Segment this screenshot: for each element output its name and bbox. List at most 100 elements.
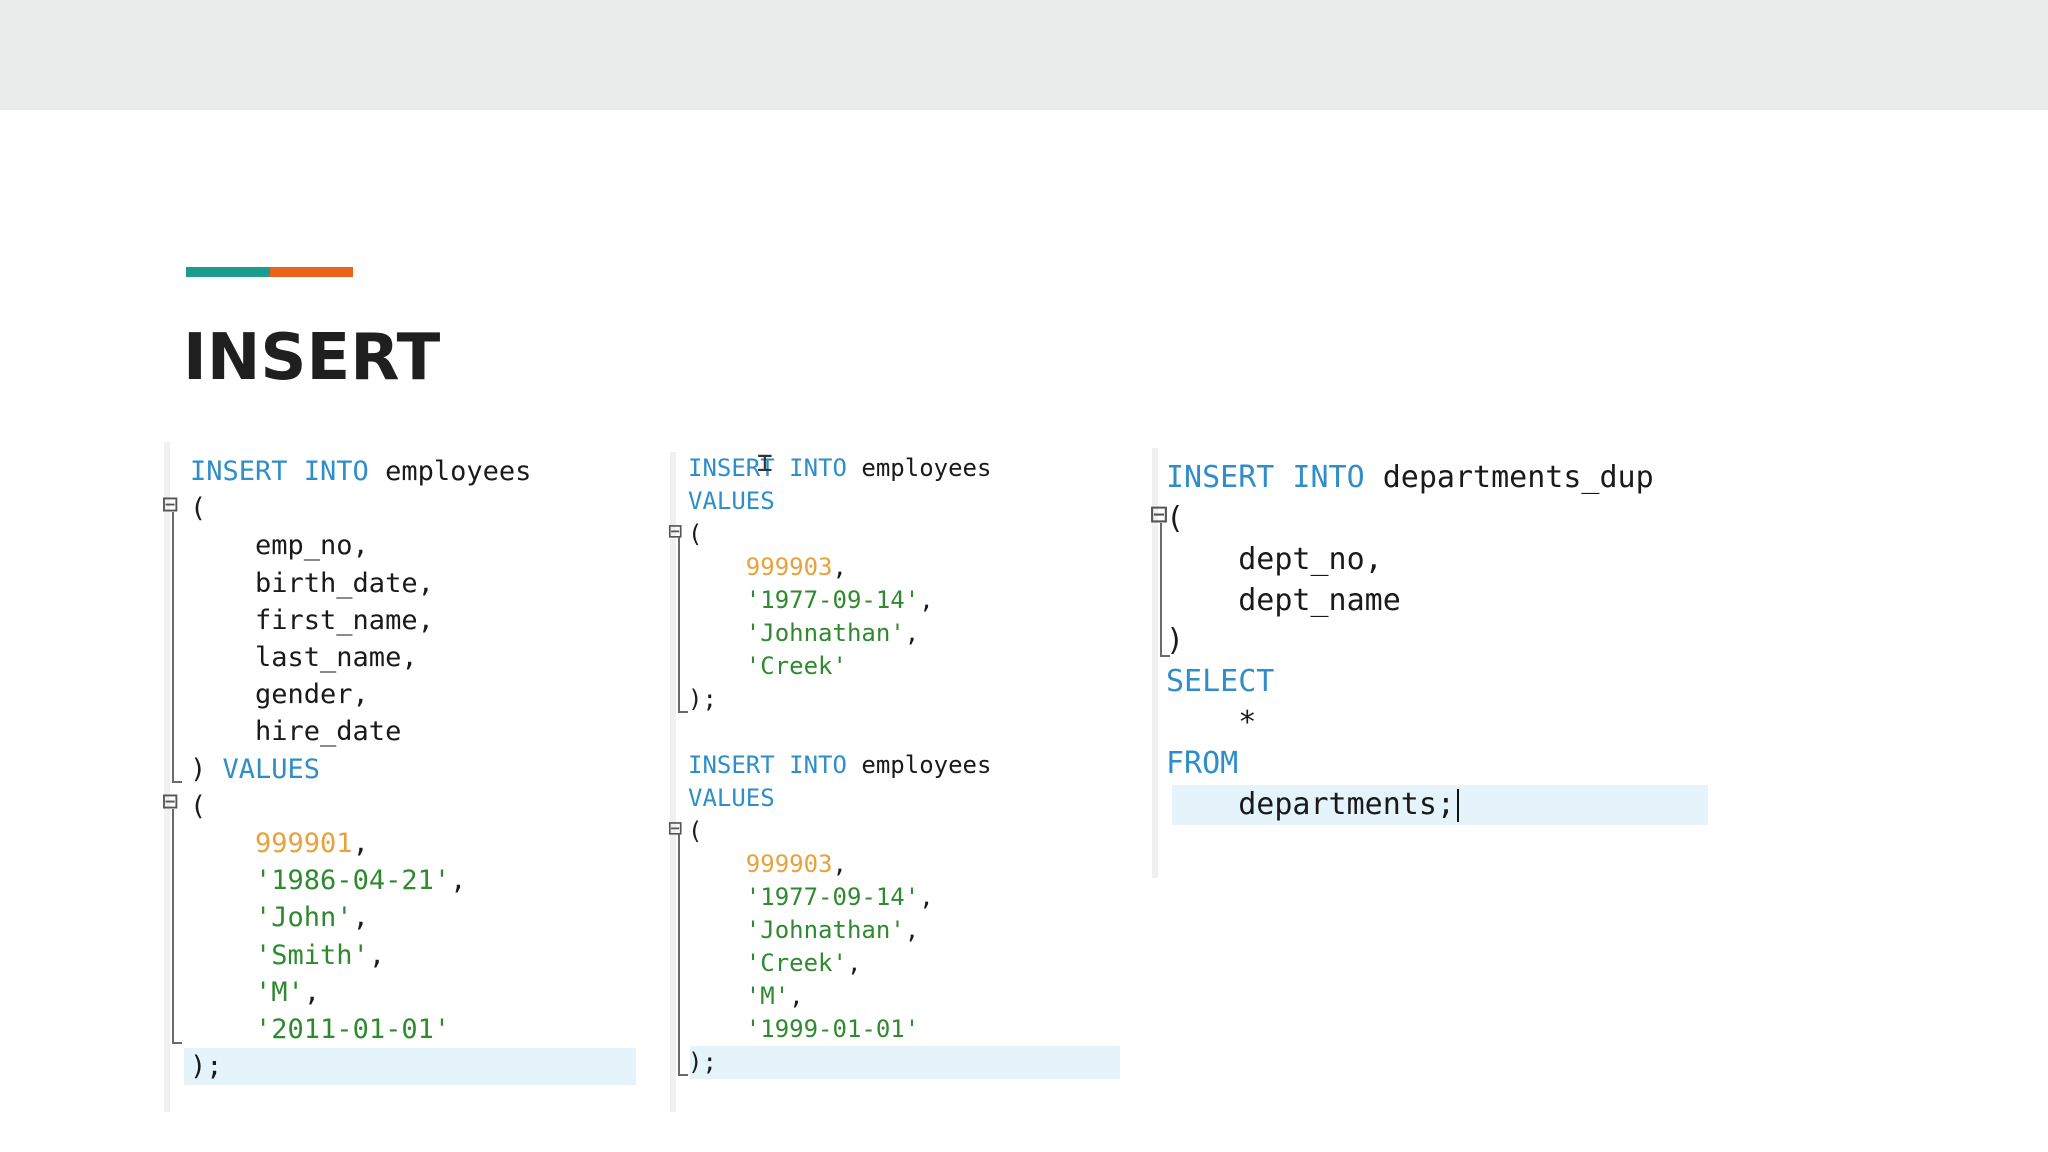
code-line[interactable]: dept_no, xyxy=(1166,540,1383,581)
code-line[interactable]: ( xyxy=(688,815,702,848)
code-line[interactable]: departments; xyxy=(1166,785,1459,826)
code-line[interactable]: ( xyxy=(1166,499,1184,540)
code-line[interactable]: FROM xyxy=(1166,744,1238,785)
fold-guide-line xyxy=(172,511,174,782)
code-token xyxy=(688,553,746,581)
code-line[interactable]: SELECT xyxy=(1166,662,1274,703)
code-token: ( xyxy=(688,520,703,549)
code-token: FROM xyxy=(1166,745,1239,781)
code-line[interactable]: 'Creek' xyxy=(688,650,847,683)
code-token: , xyxy=(832,553,847,582)
code-line[interactable]: 'Johnathan', xyxy=(688,914,919,947)
code-line[interactable]: 999903, xyxy=(688,551,847,584)
code-line[interactable]: 'M', xyxy=(190,974,320,1011)
code-line[interactable]: last_name, xyxy=(190,639,418,676)
code-token: , xyxy=(789,982,804,1011)
code-line[interactable]: emp_no, xyxy=(190,527,369,564)
code-token: VALUES xyxy=(688,784,775,813)
code-line[interactable]: 'M', xyxy=(688,980,804,1013)
code-token: , xyxy=(352,827,369,859)
slide-top-band xyxy=(0,0,2048,110)
code-token: hire_date xyxy=(190,716,402,748)
code-line[interactable]: ) xyxy=(1166,621,1184,662)
code-token: , xyxy=(832,850,847,879)
code-token: employees xyxy=(861,751,992,780)
fold-guide-line xyxy=(172,809,174,1042)
fold-collapse-icon[interactable]: ⊟ xyxy=(1150,497,1169,533)
code-line[interactable]: 'Smith', xyxy=(190,937,385,974)
code-token xyxy=(190,977,255,1008)
code-line[interactable]: ( xyxy=(688,518,702,551)
code-line[interactable]: 999903, xyxy=(688,848,847,881)
fold-collapse-icon[interactable]: ⊟ xyxy=(162,488,179,520)
code-token xyxy=(190,828,255,859)
code-token: 'M' xyxy=(745,982,790,1011)
code-token: 'Johnathan' xyxy=(745,619,905,648)
code-token: , xyxy=(846,949,862,978)
code-token: VALUES xyxy=(222,753,321,785)
code-token: '1977-09-14' xyxy=(745,883,920,912)
code-token: , xyxy=(904,916,920,945)
code-line[interactable]: ); xyxy=(190,1048,223,1085)
code-line[interactable]: '1977-09-14', xyxy=(688,881,934,914)
code-line[interactable]: gender, xyxy=(190,676,369,713)
accent-teal xyxy=(186,267,270,277)
code-token: 999901 xyxy=(255,827,353,859)
code-line[interactable]: VALUES xyxy=(688,782,775,815)
code-line[interactable]: 999901, xyxy=(190,825,369,862)
code-token xyxy=(688,586,746,614)
code-line[interactable]: ( xyxy=(190,788,206,825)
code-token: 'Smith' xyxy=(255,939,369,971)
code-token: ( xyxy=(688,817,703,846)
code-token: departments; xyxy=(1166,786,1455,822)
code-panel-insert-select[interactable]: ⊟INSERT INTO departments_dup( dept_no, d… xyxy=(1150,448,1708,878)
fold-collapse-icon[interactable]: ⊟ xyxy=(668,813,683,842)
code-line[interactable]: INSERT INTO employees xyxy=(190,453,531,490)
code-token: 'Creek' xyxy=(745,949,847,978)
code-line[interactable]: '2011-01-01' xyxy=(190,1011,450,1048)
code-token: birth_date, xyxy=(190,567,434,599)
code-line[interactable]: first_name, xyxy=(190,602,434,639)
code-line[interactable]: ( xyxy=(190,490,206,527)
code-token: departments_dup xyxy=(1382,460,1654,496)
code-line[interactable]: dept_name xyxy=(1166,581,1401,622)
code-line[interactable]: INSERT INTO employees xyxy=(688,452,991,485)
code-line[interactable]: ); xyxy=(688,1046,717,1079)
code-token: '1986-04-21' xyxy=(255,865,451,897)
code-line[interactable]: 'Johnathan', xyxy=(688,617,919,650)
code-line[interactable]: * xyxy=(1166,703,1256,744)
code-line[interactable]: hire_date xyxy=(190,713,401,750)
code-token: , xyxy=(352,902,369,934)
code-token: 'John' xyxy=(255,902,353,934)
code-token: , xyxy=(919,586,934,615)
code-token: '2011-01-01' xyxy=(255,1013,451,1045)
current-line-highlight xyxy=(184,1048,636,1085)
code-token: ) xyxy=(190,753,223,785)
code-line[interactable]: 'John', xyxy=(190,899,369,936)
code-line[interactable]: ); xyxy=(688,683,717,716)
code-token: , xyxy=(919,883,934,912)
code-line[interactable]: '1977-09-14', xyxy=(688,584,934,617)
code-token: 'M' xyxy=(255,976,304,1008)
code-line[interactable]: ) VALUES xyxy=(190,751,320,788)
code-line[interactable]: '1986-04-21', xyxy=(190,862,466,899)
code-token: dept_name xyxy=(1166,582,1401,618)
fold-guide-line xyxy=(1160,522,1162,656)
code-line[interactable]: birth_date, xyxy=(190,565,434,602)
fold-collapse-icon[interactable]: ⊟ xyxy=(668,516,683,545)
code-line[interactable]: INSERT INTO departments_dup xyxy=(1166,458,1654,499)
code-token xyxy=(190,940,255,971)
code-line[interactable]: '1999-01-01' xyxy=(688,1013,919,1046)
text-caret xyxy=(1456,788,1459,822)
accent-orange xyxy=(270,267,353,277)
code-token: , xyxy=(904,619,920,648)
code-line[interactable]: VALUES xyxy=(688,485,775,518)
fold-guide-line xyxy=(678,537,680,711)
code-panel-insert-with-columns[interactable]: ⊟⊟INSERT INTO employees( emp_no, birth_d… xyxy=(162,442,636,1112)
code-line[interactable]: INSERT INTO employees xyxy=(688,749,991,782)
current-line-highlight xyxy=(1172,784,1708,825)
code-line[interactable]: 'Creek', xyxy=(688,947,862,980)
code-token xyxy=(688,916,746,944)
fold-collapse-icon[interactable]: ⊟ xyxy=(162,786,179,818)
